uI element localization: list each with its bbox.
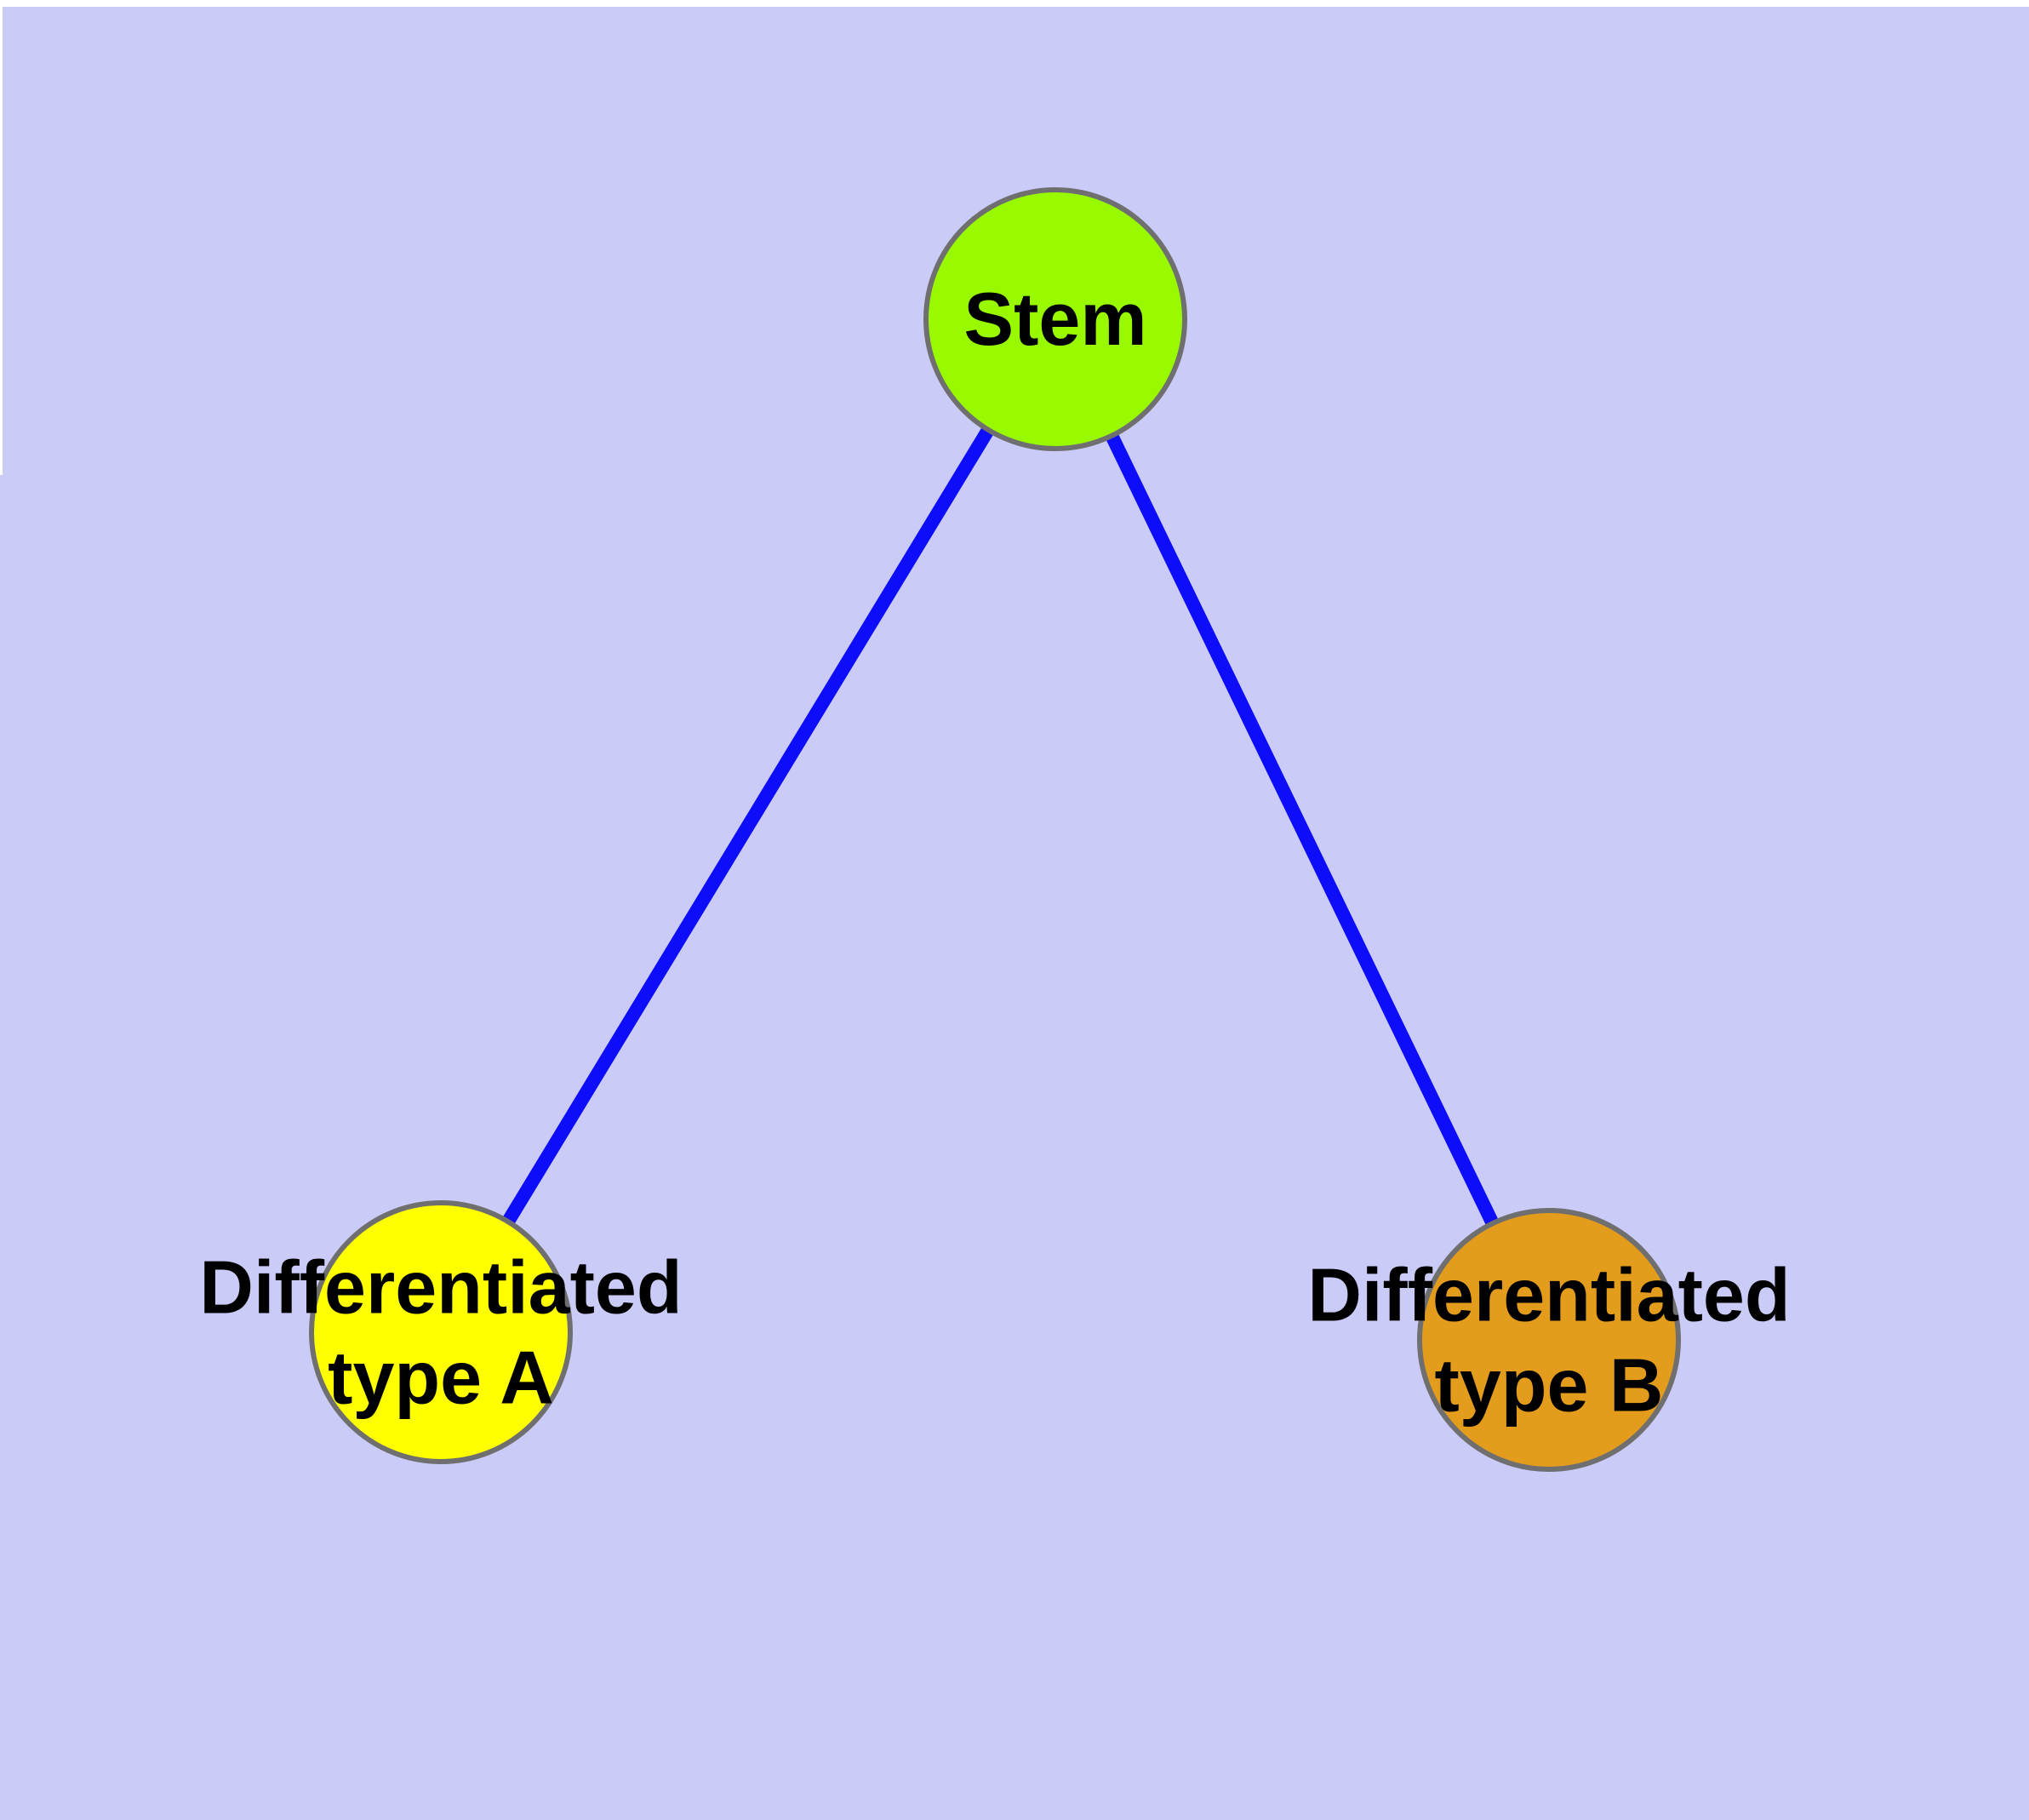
edges-layer bbox=[435, 315, 1556, 1343]
node-stem bbox=[923, 187, 1187, 451]
nodes-layer bbox=[309, 187, 1681, 1472]
edge-stem-to-differentiated-type-a bbox=[435, 315, 1061, 1336]
node-differentiated-type-a bbox=[309, 1200, 573, 1464]
window-edge-sliver bbox=[0, 7, 3, 475]
edge-stem-to-differentiated-type-b bbox=[1049, 316, 1556, 1343]
node-differentiated-type-b bbox=[1417, 1208, 1681, 1472]
